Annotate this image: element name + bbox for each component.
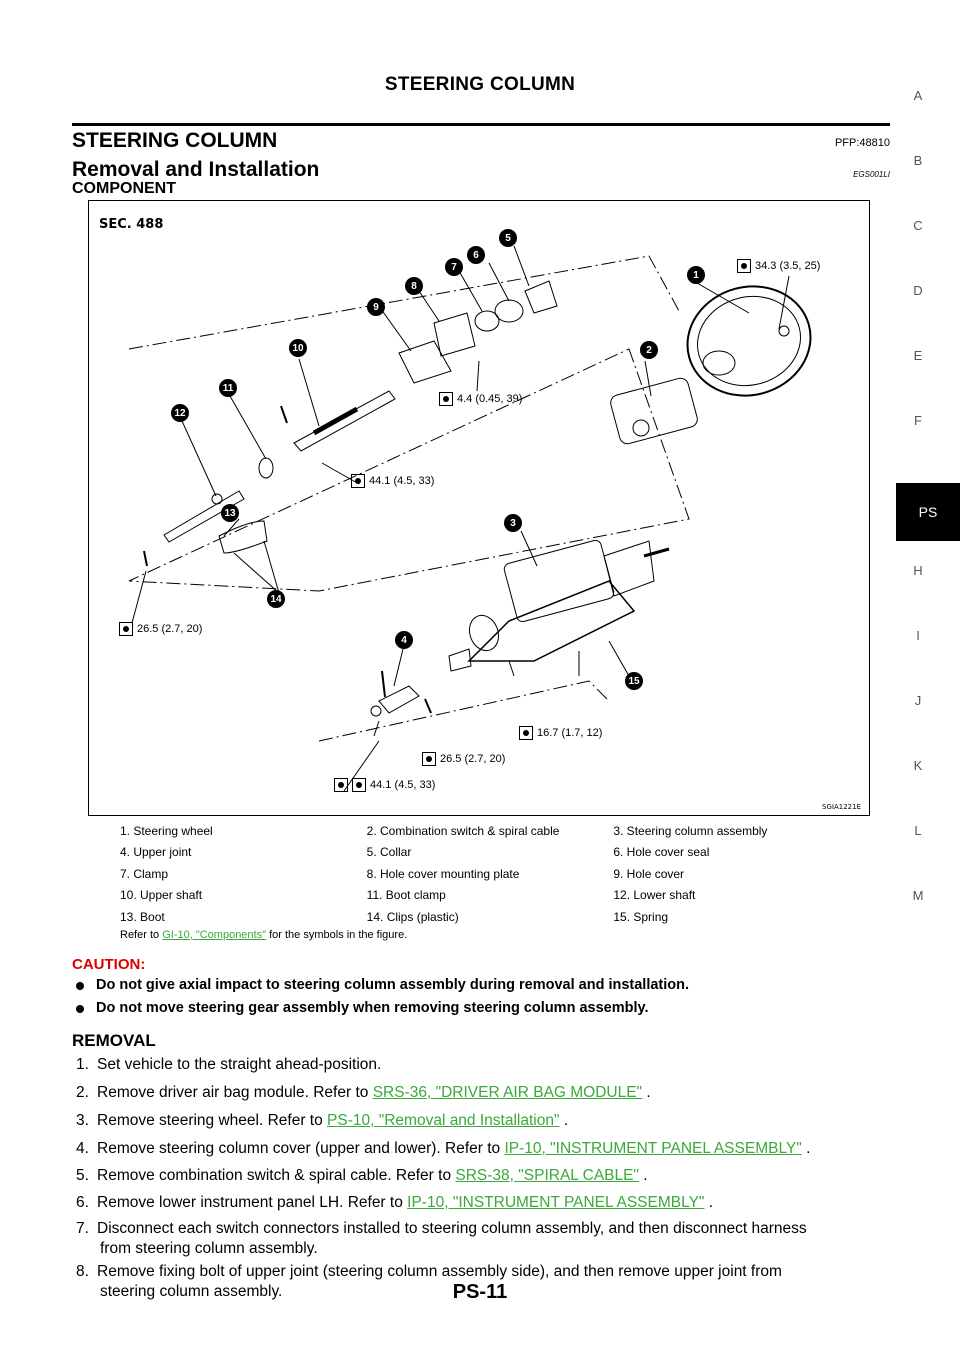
torque-spec-upper-joint-nut: 44.1 (4.5, 33) — [334, 778, 435, 792]
link-ps-10[interactable]: PS-10, "Removal and Installation" — [327, 1112, 560, 1129]
side-index-d[interactable]: D — [913, 283, 923, 298]
page-header: STEERING COLUMN — [384, 74, 576, 95]
legend-item: 12. Lower shaft — [613, 888, 696, 903]
legend-row: 10. Upper shaft 11. Boot clamp 12. Lower… — [120, 885, 860, 907]
callout-8: 8 — [405, 277, 423, 295]
legend-item: 10. Upper shaft — [120, 888, 203, 903]
section-number: SEC. 488 — [99, 217, 164, 232]
removal-step-3: 3.Remove steering wheel. Refer to PS-10,… — [76, 1112, 569, 1129]
legend-row: 7. Clamp 8. Hole cover mounting plate 9.… — [120, 863, 860, 885]
subsection-title: Removal and Installation — [72, 158, 320, 181]
legend-note: Refer to GI-10, "Components" for the sym… — [120, 929, 860, 941]
legend-item: 1. Steering wheel — [120, 823, 213, 838]
side-index-ps[interactable]: PS — [896, 483, 960, 541]
torque-spec-lower-shaft: 26.5 (2.7, 20) — [119, 622, 202, 636]
side-index-l[interactable]: L — [914, 823, 922, 838]
bullet-icon — [76, 1005, 84, 1013]
torque-wrench-icon — [519, 726, 533, 740]
side-index-e[interactable]: E — [913, 348, 923, 363]
side-index-c[interactable]: C — [913, 218, 923, 233]
removal-heading: REMOVAL — [72, 1031, 156, 1050]
component-heading: COMPONENT — [72, 180, 176, 197]
callout-2: 2 — [640, 341, 658, 359]
section-title: STEERING COLUMN — [72, 129, 278, 152]
callout-15: 15 — [625, 672, 643, 690]
callout-9: 9 — [367, 298, 385, 316]
legend-row: 13. Boot 14. Clips (plastic) 15. Spring — [120, 906, 860, 928]
legend-item: 11. Boot clamp — [366, 888, 446, 903]
exploded-view-drawing — [128, 245, 812, 792]
side-index-b[interactable]: B — [913, 153, 923, 168]
caution-item: Do not give axial impact to steering col… — [76, 977, 689, 993]
figure-code: SGIA1221E — [822, 803, 861, 811]
torque-wrench-icon — [439, 392, 453, 406]
legend-row: 4. Upper joint 5. Collar 6. Hole cover s… — [120, 842, 860, 864]
legend-item: 7. Clamp — [120, 866, 169, 881]
legend-item: 15. Spring — [613, 909, 669, 924]
legend-item: 6. Hole cover seal — [613, 845, 710, 860]
torque-wrench-icon — [422, 752, 436, 766]
removal-step-2: 2.Remove driver air bag module. Refer to… — [76, 1084, 651, 1101]
legend-row: 1. Steering wheel 2. Combination switch … — [120, 820, 860, 842]
component-figure: SEC. 488 1 2 3 4 5 6 7 8 9 10 11 12 13 1… — [88, 200, 870, 816]
legend-item: 14. Clips (plastic) — [366, 909, 459, 924]
callout-1: 1 — [687, 266, 705, 284]
legend-item: 8. Hole cover mounting plate — [366, 866, 520, 881]
legend-item: 3. Steering column assembly — [613, 823, 768, 838]
callout-6: 6 — [467, 246, 485, 264]
side-index-h[interactable]: H — [913, 563, 923, 578]
torque-spec-steering-wheel: 34.3 (3.5, 25) — [737, 259, 820, 273]
removal-step-6: 6.Remove lower instrument panel LH. Refe… — [76, 1194, 714, 1211]
legend-item: 4. Upper joint — [120, 845, 192, 860]
side-index-a[interactable]: A — [913, 88, 923, 103]
parts-legend: 1. Steering wheel 2. Combination switch … — [120, 820, 860, 941]
legend-note-prefix: Refer to — [120, 928, 160, 941]
removal-step-7: 7.Disconnect each switch connectors inst… — [76, 1220, 807, 1257]
torque-spec-upper-shaft: 44.1 (4.5, 33) — [351, 474, 434, 488]
callout-14: 14 — [267, 590, 285, 608]
do-not-reuse-icon — [334, 778, 348, 792]
legend-item: 13. Boot — [120, 909, 165, 924]
legend-item: 9. Hole cover — [613, 866, 685, 881]
torque-wrench-icon — [737, 259, 751, 273]
page-number: PS-11 — [452, 1281, 508, 1303]
link-srs-38[interactable]: SRS-38, "SPIRAL CABLE" — [455, 1167, 639, 1184]
torque-wrench-icon — [352, 778, 366, 792]
legend-item: 5. Collar — [366, 845, 412, 860]
callout-12: 12 — [171, 404, 189, 422]
removal-step-8: 8.Remove fixing bolt of upper joint (ste… — [76, 1263, 782, 1300]
callout-11: 11 — [219, 379, 237, 397]
callout-10: 10 — [289, 339, 307, 357]
link-gi-10-components[interactable]: GI-10, "Components" — [162, 928, 267, 941]
removal-step-1: 1.Set vehicle to the straight ahead-posi… — [76, 1056, 382, 1073]
callout-4: 4 — [395, 631, 413, 649]
bullet-icon — [76, 982, 84, 990]
link-ip-10[interactable]: IP-10, "INSTRUMENT PANEL ASSEMBLY" — [504, 1140, 802, 1157]
side-index-m[interactable]: M — [912, 888, 924, 903]
callout-13: 13 — [221, 504, 239, 522]
link-srs-36[interactable]: SRS-36, "DRIVER AIR BAG MODULE" — [372, 1084, 643, 1101]
callout-5: 5 — [499, 229, 517, 247]
torque-wrench-icon — [351, 474, 365, 488]
callout-7: 7 — [445, 258, 463, 276]
torque-spec-hole-cover: 4.4 (0.45, 39) — [439, 392, 522, 406]
removal-step-4: 4.Remove steering column cover (upper an… — [76, 1140, 811, 1157]
caution-item: Do not move steering gear assembly when … — [76, 1000, 649, 1016]
torque-wrench-icon — [119, 622, 133, 636]
legend-note-suffix: for the symbols in the figure. — [269, 928, 408, 941]
header-rule — [72, 123, 890, 126]
callout-3: 3 — [504, 514, 522, 532]
link-ip-10[interactable]: IP-10, "INSTRUMENT PANEL ASSEMBLY" — [407, 1194, 705, 1211]
torque-spec-column: 16.7 (1.7, 12) — [519, 726, 602, 740]
egs-code: EGS001LI — [853, 170, 890, 179]
side-index-f[interactable]: F — [914, 413, 922, 428]
side-index-i[interactable]: I — [916, 628, 920, 643]
side-index-j[interactable]: J — [914, 693, 922, 708]
side-index-k[interactable]: K — [913, 758, 923, 773]
pfp-code: PFP:48810 — [834, 137, 890, 149]
torque-spec-upper-joint: 26.5 (2.7, 20) — [422, 752, 505, 766]
removal-step-5: 5.Remove combination switch & spiral cab… — [76, 1167, 648, 1184]
legend-item: 2. Combination switch & spiral cable — [366, 823, 560, 838]
caution-title: CAUTION: — [72, 956, 146, 973]
